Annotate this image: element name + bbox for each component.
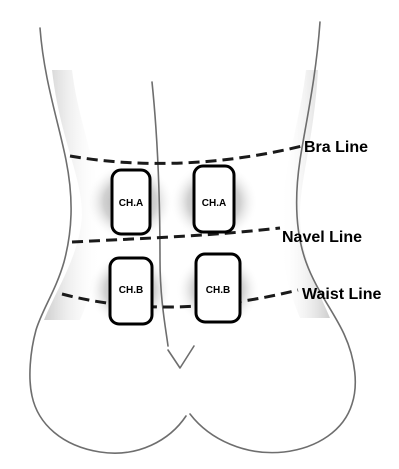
pad-label: CH.B [206, 285, 230, 296]
electrode-pad-ch-a-right: CH.A [194, 166, 234, 232]
electrode-pad-ch-a-left: CH.A [112, 170, 150, 234]
pad-label: CH.A [119, 198, 143, 209]
electrode-pad-ch-b-right: CH.B [196, 254, 240, 322]
body-shading [44, 70, 330, 328]
pad-label: CH.B [119, 285, 143, 296]
bra-line-label: Bra Line [304, 139, 368, 156]
electrode-pad-ch-b-left: CH.B [110, 258, 152, 324]
pad-label: CH.A [202, 198, 226, 209]
navel-line-label: Navel Line [282, 229, 362, 246]
waist-line-label: Waist Line [302, 286, 382, 303]
bra-line [70, 146, 302, 163]
